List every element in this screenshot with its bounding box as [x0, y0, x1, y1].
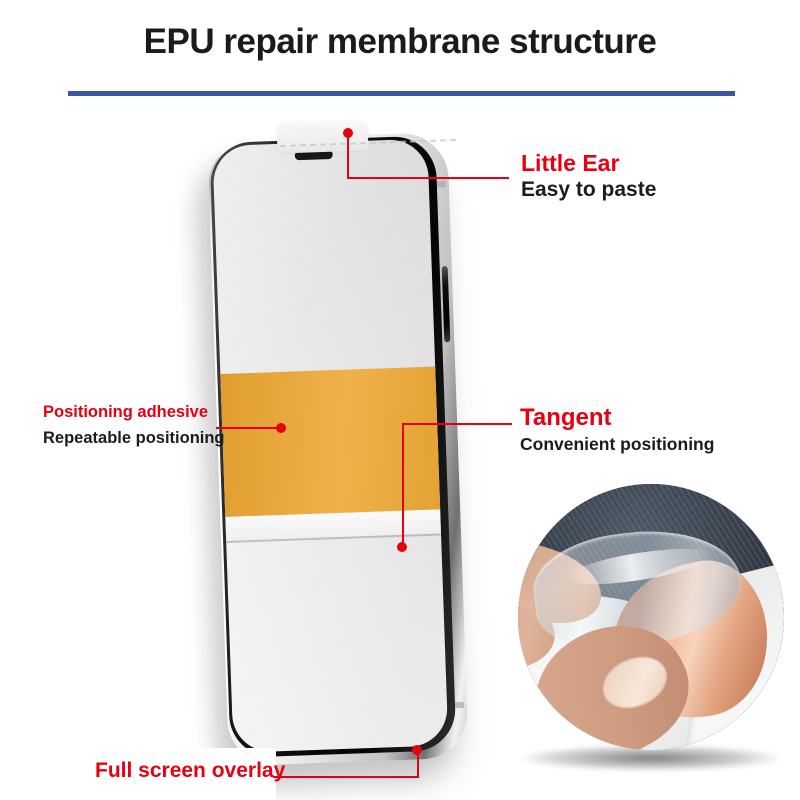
annotation-full-screen-overlay-title: Full screen overlay: [95, 759, 286, 782]
annotation-positioning-adhesive-description: Repeatable positioning: [43, 428, 225, 447]
connector-line-overlay-vertical: [417, 751, 419, 778]
connector-line-little-ear-horizontal: [347, 177, 509, 179]
annotation-tangent: Tangent Convenient positioning: [520, 404, 714, 454]
connector-line-little-ear-vertical: [347, 133, 349, 178]
phone-screen: [212, 138, 449, 753]
connector-dot-tangent: [397, 542, 407, 552]
peel-demo-photo: [518, 484, 784, 750]
connector-line-overlay-horizontal: [273, 776, 419, 778]
annotation-tangent-title: Tangent: [520, 404, 612, 431]
little-ear-tab: [276, 120, 369, 154]
annotation-tangent-description: Convenient positioning: [520, 433, 715, 454]
phone-illustration: [207, 132, 469, 766]
adhesive-band: [218, 366, 443, 518]
annotation-little-ear-title: Little Ear: [521, 150, 620, 176]
annotation-positioning-adhesive: Positioning adhesive Repeatable position…: [43, 403, 225, 448]
connector-line-tangent-vertical: [402, 423, 404, 544]
annotation-little-ear-description: Easy to paste: [521, 178, 657, 202]
annotation-overlay-background: [60, 748, 276, 800]
annotation-little-ear: Little Ear Easy to paste: [521, 150, 656, 203]
page-title: EPU repair membrane structure: [143, 22, 657, 61]
connector-line-positioning-adhesive: [216, 427, 278, 429]
connector-dot-positioning-adhesive: [276, 423, 286, 433]
connector-line-tangent-horizontal: [402, 423, 512, 425]
title-divider: [68, 91, 735, 96]
connector-dot-little-ear: [343, 128, 353, 138]
connector-dot-overlay: [412, 745, 422, 755]
annotation-positioning-adhesive-title: Positioning adhesive: [43, 403, 209, 421]
